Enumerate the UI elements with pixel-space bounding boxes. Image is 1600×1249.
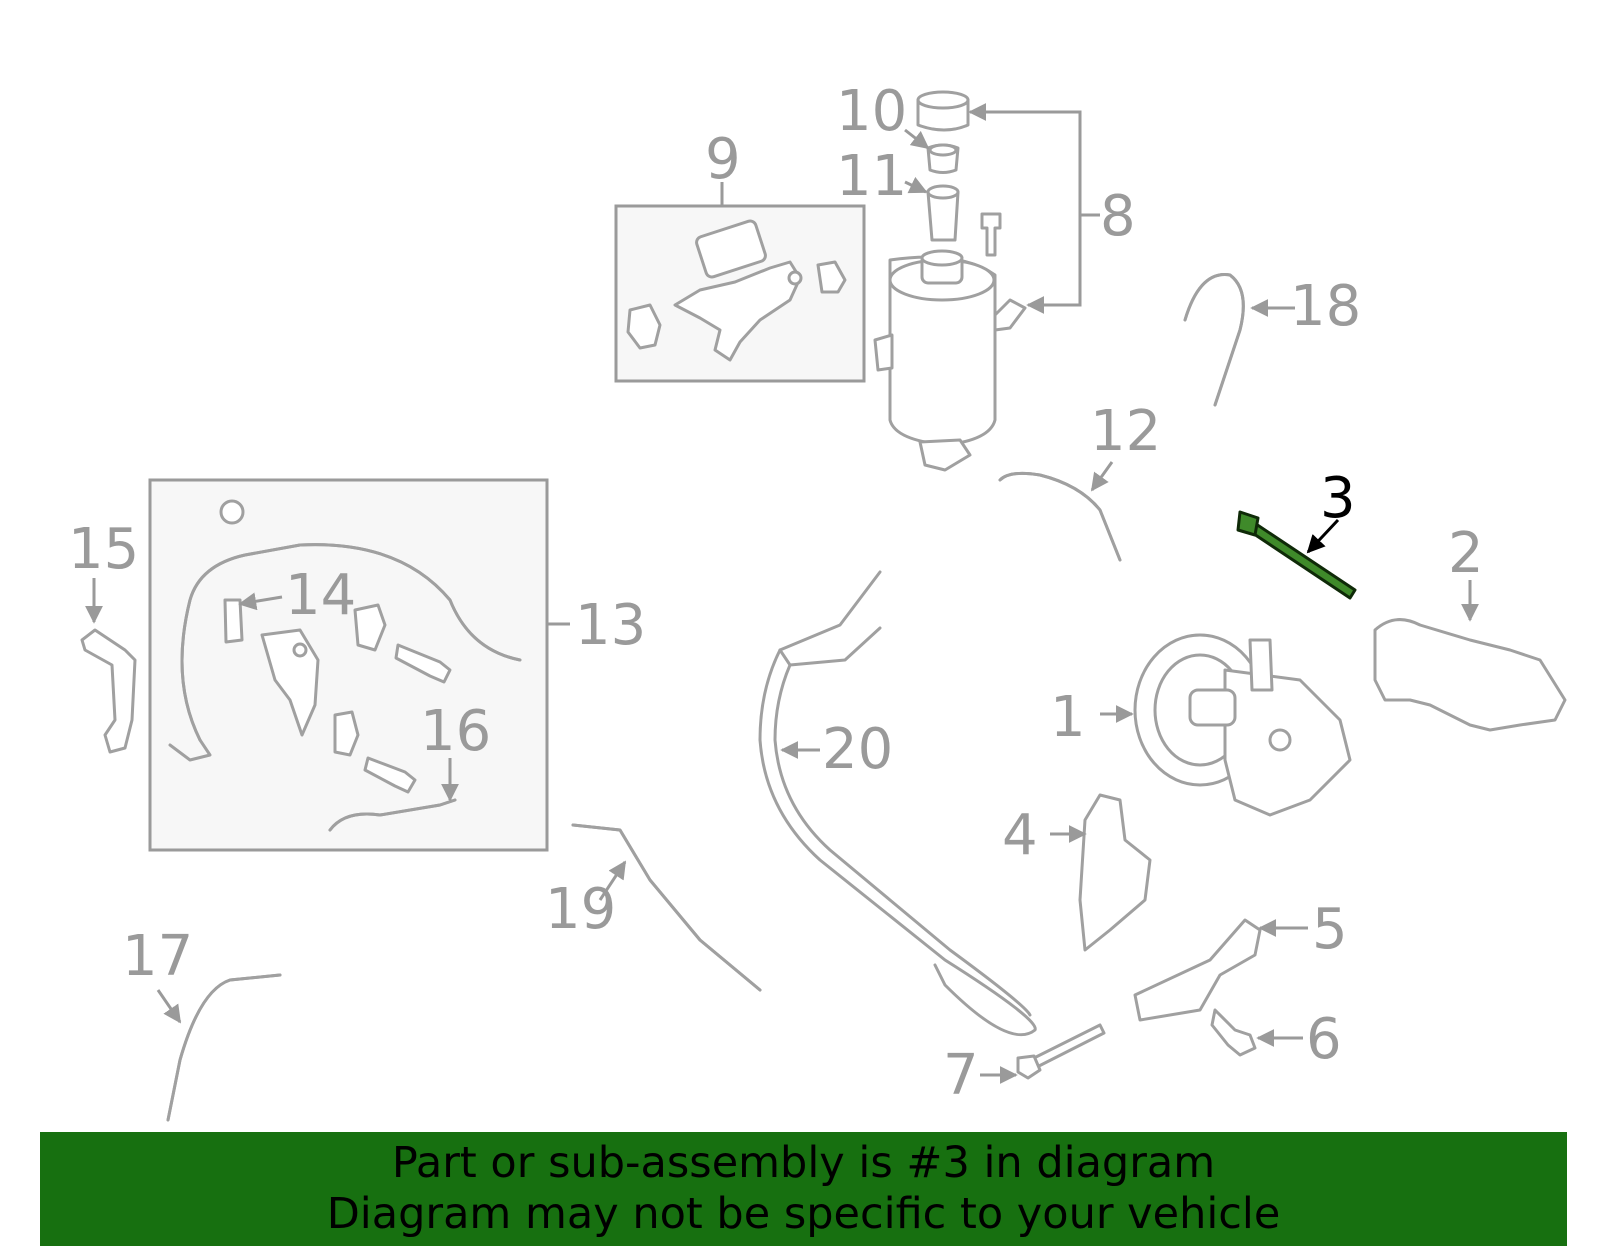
callout-arrows	[85, 128, 1479, 1084]
pump-1-drawing	[1133, 633, 1352, 817]
label-11: 11	[836, 144, 907, 209]
label-20: 20	[822, 717, 893, 782]
tube-assembly-20-drawing	[758, 570, 1037, 1037]
cap-10-drawing	[916, 90, 970, 174]
reservoir-8-drawing	[873, 249, 1027, 472]
callout-bracket-8	[973, 110, 1082, 314]
label-3-highlighted: 3	[1320, 466, 1356, 531]
label-1: 1	[1050, 685, 1086, 750]
bracket-kit-9-drawing	[626, 219, 847, 362]
label-2: 2	[1448, 521, 1484, 586]
label-19: 19	[545, 877, 616, 942]
label-16: 16	[420, 699, 491, 764]
bracket-15-drawing	[80, 628, 137, 754]
label-8: 8	[1100, 184, 1136, 249]
pressure-hose-13-drawing	[168, 499, 522, 832]
label-15: 15	[68, 517, 139, 582]
label-6: 6	[1306, 1007, 1342, 1072]
banner-line-1: Part or sub-assembly is #3 in diagram	[391, 1138, 1216, 1188]
bolt-3-highlighted	[1236, 510, 1357, 600]
label-5: 5	[1312, 897, 1348, 962]
label-10: 10	[836, 79, 907, 144]
label-18: 18	[1290, 274, 1361, 339]
label-4: 4	[1002, 803, 1038, 868]
label-9: 9	[705, 127, 741, 192]
label-17: 17	[122, 924, 193, 989]
hose-18-drawing	[1183, 273, 1245, 407]
label-12: 12	[1090, 399, 1161, 464]
label-7: 7	[943, 1043, 979, 1108]
nut-6-drawing	[1210, 1008, 1257, 1057]
label-14: 14	[285, 563, 356, 628]
banner-line-2: Diagram may not be specific to your vehi…	[326, 1189, 1281, 1239]
filter-11-drawing	[926, 184, 1002, 257]
kit-box-13	[148, 478, 549, 852]
label-13: 13	[575, 593, 646, 658]
bracket-5-drawing	[1133, 918, 1262, 1022]
bracket-4-drawing	[1078, 793, 1152, 952]
bolt-7-drawing	[1028, 1023, 1106, 1070]
bracket-2-drawing	[1373, 618, 1567, 732]
info-banner: Part or sub-assembly is #3 in diagram Di…	[40, 1132, 1567, 1246]
